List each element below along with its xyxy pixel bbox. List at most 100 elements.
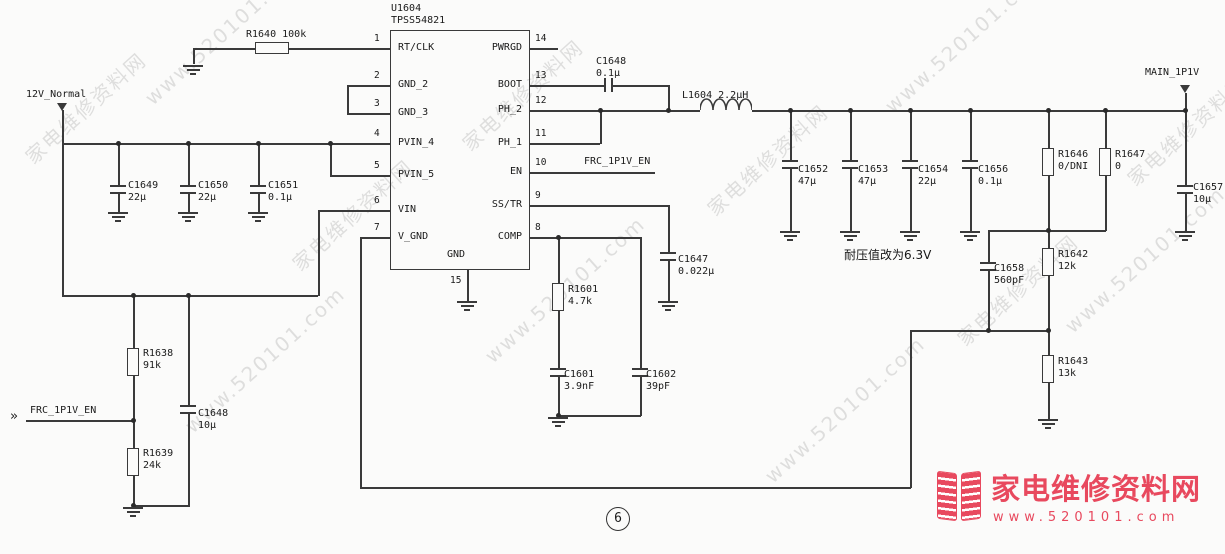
wire: [530, 172, 655, 174]
value-text: 22μ: [198, 191, 217, 203]
pin-number: 13: [535, 70, 547, 81]
net-label-frc-1p1v-en-left: FRC_1P1V_EN: [30, 405, 97, 416]
ground-symbol: [1038, 419, 1058, 432]
capacitor-c1648-input: [180, 405, 196, 414]
ref-text: C1648: [596, 56, 627, 67]
pin-name-vgnd: V_GND: [398, 231, 429, 242]
capacitor-c1658: [980, 262, 996, 271]
pin-number: 1: [374, 33, 380, 44]
wire: [1048, 330, 1050, 356]
ground-symbol: [780, 231, 800, 244]
pin-name-comp: COMP: [497, 231, 522, 242]
pin-name-en: EN: [509, 166, 522, 177]
resistor-r1639: [127, 448, 139, 476]
junction-dot: [986, 328, 991, 333]
ref-text: R1642: [1058, 249, 1089, 260]
wire: [318, 210, 390, 212]
wire: [347, 85, 390, 87]
wire: [133, 476, 135, 506]
junction-dot: [131, 293, 136, 298]
ref-text: C1657: [1193, 182, 1224, 193]
wire: [1048, 230, 1050, 249]
ref-text: C1647: [678, 254, 709, 265]
wire: [910, 330, 912, 488]
wire: [347, 85, 349, 114]
junction-dot: [666, 108, 671, 113]
pin-name-gnd3: GND_3: [398, 107, 429, 118]
site-logo-title: 家电维修资料网: [991, 472, 1202, 506]
wire: [613, 85, 668, 87]
junction-dot: [131, 418, 136, 423]
ref-text: R1638: [143, 348, 174, 359]
ref-text: C1651: [268, 180, 299, 191]
pin-number: 6: [374, 195, 380, 206]
net-label-12v-normal: 12V_Normal: [26, 89, 87, 100]
capacitor-c1601: [550, 368, 566, 377]
value-text: 0.1μ: [268, 191, 293, 203]
site-logo: 家电维修资料网 www.520101.com: [935, 466, 1225, 548]
watermark-text: 家电维修资料网: [952, 229, 1084, 351]
watermark-text: www.520101.com: [140, 0, 310, 110]
ref-text: C1650: [198, 180, 229, 191]
resistor-r1646: [1042, 148, 1054, 176]
net-flag-icon: [1180, 85, 1190, 93]
wire: [1048, 276, 1050, 331]
junction-dot: [1046, 228, 1051, 233]
wire: [640, 237, 642, 368]
ground-symbol: [178, 212, 198, 225]
capacitor-c1648-boot: [604, 78, 613, 92]
pin-number: 3: [374, 98, 380, 109]
ground-symbol: [108, 212, 128, 225]
pin-name-gnd2: GND_2: [398, 79, 429, 90]
wire: [530, 237, 640, 239]
junction-dot: [186, 293, 191, 298]
ground-symbol: [960, 231, 980, 244]
voltage-rating-note: 耐压值改为6.3V: [844, 248, 932, 262]
value-text: 100k: [282, 29, 307, 40]
junction-dot: [328, 141, 333, 146]
wire: [668, 85, 670, 111]
junction-dot: [1103, 108, 1108, 113]
wire: [1105, 110, 1107, 148]
junction-dot: [556, 413, 561, 418]
pin-name-ph2: PH_2: [497, 104, 522, 115]
value-text: 47μ: [858, 175, 877, 187]
wire: [790, 169, 792, 231]
ref-text: C1602: [646, 369, 677, 380]
value-text: 0: [1115, 160, 1122, 172]
ref-text: C1656: [978, 164, 1009, 175]
value-text: 0/DNI: [1058, 160, 1089, 172]
pin-name-boot: BOOT: [497, 79, 522, 90]
watermark-text: 家电维修资料网: [1122, 69, 1225, 191]
pin-number: 10: [535, 157, 547, 168]
wire: [530, 205, 668, 207]
wire: [970, 110, 972, 160]
value-text: 560pF: [994, 274, 1025, 286]
wire: [347, 113, 390, 115]
watermark-text: www.520101.com: [760, 331, 930, 488]
pin-number: 11: [535, 128, 547, 139]
wire: [62, 110, 64, 143]
wire: [790, 110, 792, 160]
wire: [258, 143, 260, 185]
capacitor-c1653: [842, 160, 858, 169]
pin-number: 5: [374, 160, 380, 171]
ground-symbol: [548, 417, 568, 430]
value-text: 22μ: [918, 175, 937, 187]
wire: [118, 194, 120, 212]
net-label-main-1p1v: MAIN_1P1V: [1145, 67, 1200, 78]
capacitor-c1650: [180, 185, 196, 194]
pin-name-sstr: SS/TR: [491, 199, 522, 210]
wire: [26, 420, 133, 422]
junction-dot: [788, 108, 793, 113]
